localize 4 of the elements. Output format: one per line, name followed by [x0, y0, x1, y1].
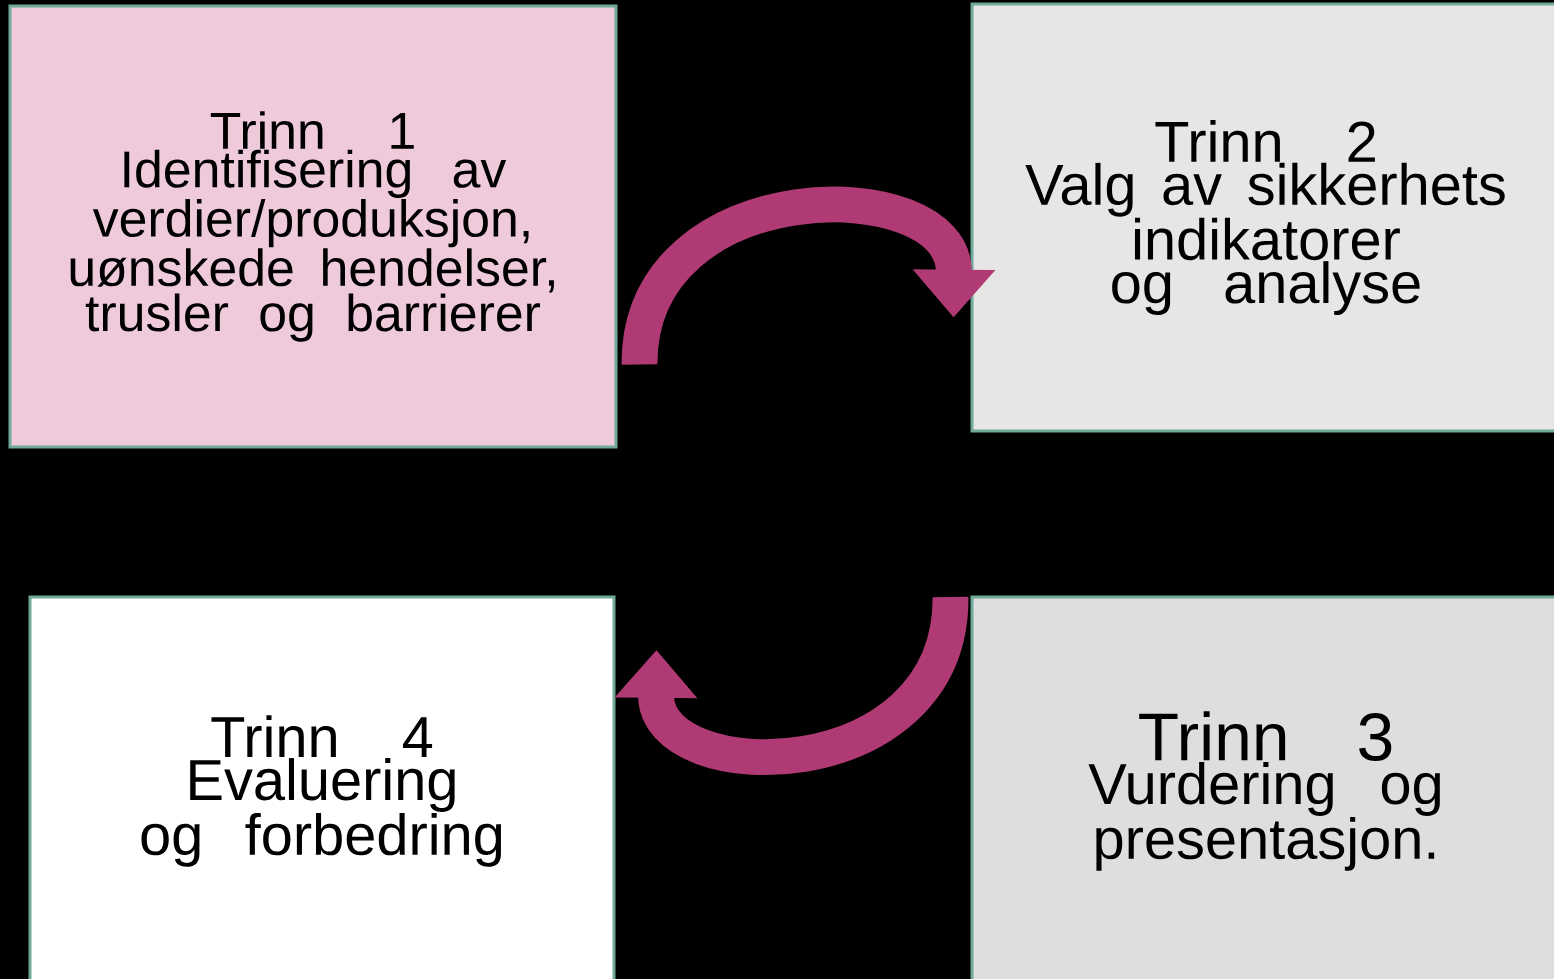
step-box: Trinn 2 Valg av sikkerhets indikatorer og analyse [970, 2, 1554, 433]
step-box: Trinn 4 Evaluering og forbedring [28, 595, 616, 979]
step-box: Trinn 3 Vurdering og presentasjon. [970, 595, 1554, 979]
step-box: Trinn 1 Identifisering av verdier/produksjon, uønskede hendelser, trusler og barrierer [8, 4, 618, 449]
